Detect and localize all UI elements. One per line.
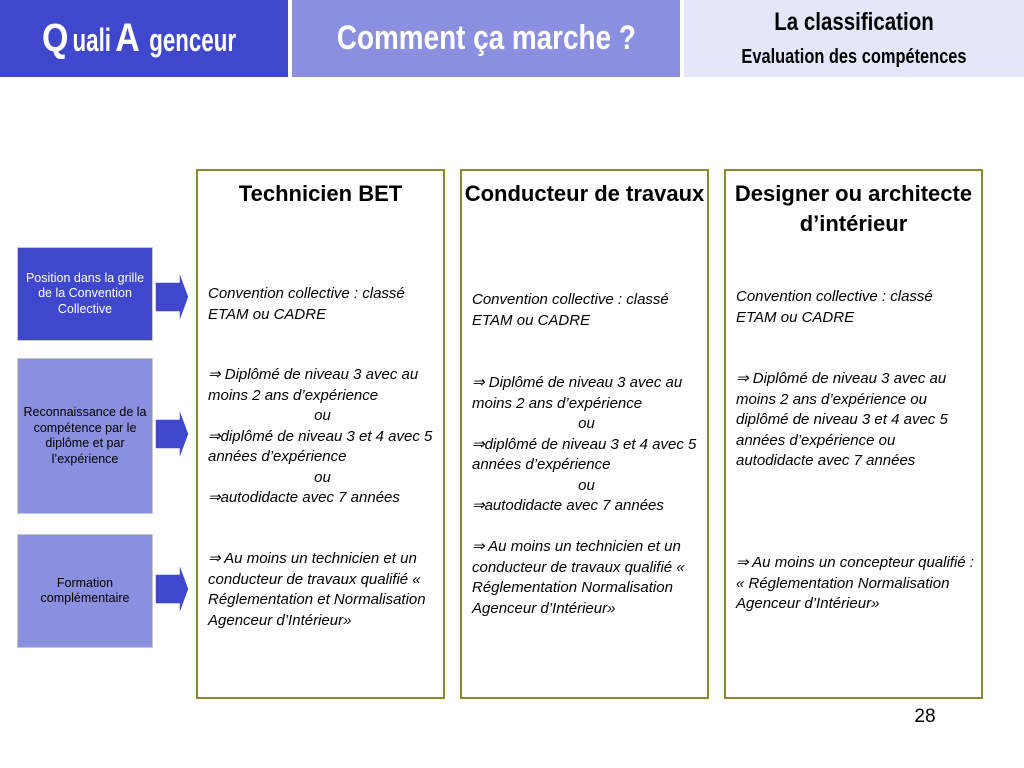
logo-text-uali: uali	[72, 22, 112, 58]
diplome-block: ⇒ Diplômé de niveau 3 avec au moins 2 an…	[472, 373, 701, 517]
category-formation-complementaire: Formation complémentaire	[17, 534, 153, 648]
category-position-convention: Position dans la grille de la Convention…	[17, 247, 153, 341]
diplome-line-3: ⇒autodidacte avec 7 années	[472, 497, 664, 514]
header-right-panel: La classification Evaluation des compéte…	[684, 0, 1024, 77]
convention-text: Convention collective : classé ETAM ou C…	[736, 288, 933, 326]
or-separator: ou	[578, 415, 595, 432]
column-title: Technicien BET	[238, 181, 403, 206]
column-designer-architecte: Designer ou architecte d’intérieur Conve…	[724, 169, 983, 699]
or-separator: ou	[578, 476, 595, 494]
diplome-line-2: ⇒diplômé de niveau 3 et 4 avec 5 années …	[472, 435, 697, 474]
arrow-right-icon	[155, 406, 189, 462]
page-title: Comment ça marche ?	[336, 19, 636, 57]
logo-letter-a: A	[115, 16, 141, 60]
diplome-line-2: ⇒diplômé de niveau 3 et 4 avec 5 années …	[208, 427, 433, 466]
arrow-right-icon	[155, 561, 189, 617]
column-title: Conducteur de travaux	[464, 181, 705, 206]
section-subtitle: Evaluation des compétences	[741, 46, 967, 68]
column-title: Designer ou architecte d’intérieur	[734, 181, 973, 236]
page-number: 28	[914, 706, 936, 727]
column-technicien-bet: Technicien BET Convention collective : c…	[196, 169, 445, 699]
formation-text: ⇒ Au moins un technicien et un conducteu…	[208, 550, 426, 629]
diplome-line-3: ⇒autodidacte avec 7 années	[208, 489, 400, 506]
formation-text: ⇒ Au moins un concepteur qualifié : « Ré…	[736, 554, 974, 612]
diplome-line-1: ⇒ Diplômé de niveau 3 avec au moins 2 an…	[208, 366, 419, 404]
category-reconnaissance-competence: Reconnaissance de la compétence par le d…	[17, 358, 153, 514]
logo-letter-q: Q	[42, 16, 69, 60]
arrow-right-icon	[155, 269, 189, 325]
convention-text: Convention collective : classé ETAM ou C…	[208, 285, 405, 323]
or-separator: ou	[314, 468, 331, 486]
column-conducteur-travaux: Conducteur de travaux Convention collect…	[460, 169, 709, 699]
or-separator: ou	[314, 407, 331, 424]
diplome-line-1: ⇒ Diplômé de niveau 3 avec au moins 2 an…	[472, 374, 683, 412]
diplome-block: ⇒ Diplômé de niveau 3 avec au moins 2 an…	[208, 365, 437, 509]
section-title: La classification	[774, 8, 934, 36]
header-center-title: Comment ça marche ?	[292, 0, 680, 77]
convention-text: Convention collective : classé ETAM ou C…	[472, 291, 669, 329]
diplome-text: ⇒ Diplômé de niveau 3 avec au moins 2 an…	[736, 370, 948, 469]
logo-text-genceur: genceur	[149, 22, 237, 58]
formation-text: ⇒ Au moins un technicien et un conducteu…	[472, 538, 685, 617]
